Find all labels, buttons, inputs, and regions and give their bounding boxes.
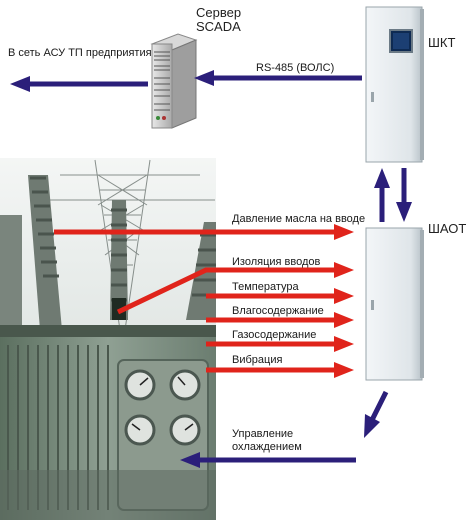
control-cabinet-shkt: [365, 6, 424, 163]
vibration-label: Вибрация: [232, 354, 283, 366]
moisture-label: Влагосодержание: [232, 305, 324, 317]
insulation-label: Изоляция вводов: [232, 256, 321, 268]
blue-arrows: [10, 70, 412, 468]
cooling-label-line1: Управление: [232, 428, 294, 440]
server-subtitle: SCADA: [196, 19, 241, 34]
server-title: Сервер: [196, 5, 242, 20]
transformer-photo: [0, 158, 216, 520]
temperature-label: Температура: [232, 281, 299, 293]
red-arrows: [54, 224, 354, 378]
shkt-label: ШКТ: [428, 35, 456, 50]
cooling-label-line2: охлаждением: [232, 441, 302, 453]
oil-pressure-label: Давление масла на вводе: [232, 213, 366, 225]
to-asu-label: В сеть АСУ ТП предприятия: [8, 47, 152, 59]
gas-label: Газосодержание: [232, 329, 317, 341]
shaot-label: ШАОТ: [428, 221, 467, 236]
radiator-ribs: [7, 345, 109, 510]
rs485-label: RS-485 (ВОЛС): [256, 62, 335, 74]
control-cabinet-shaot: [365, 227, 424, 381]
server-rack-icon: [150, 33, 198, 129]
